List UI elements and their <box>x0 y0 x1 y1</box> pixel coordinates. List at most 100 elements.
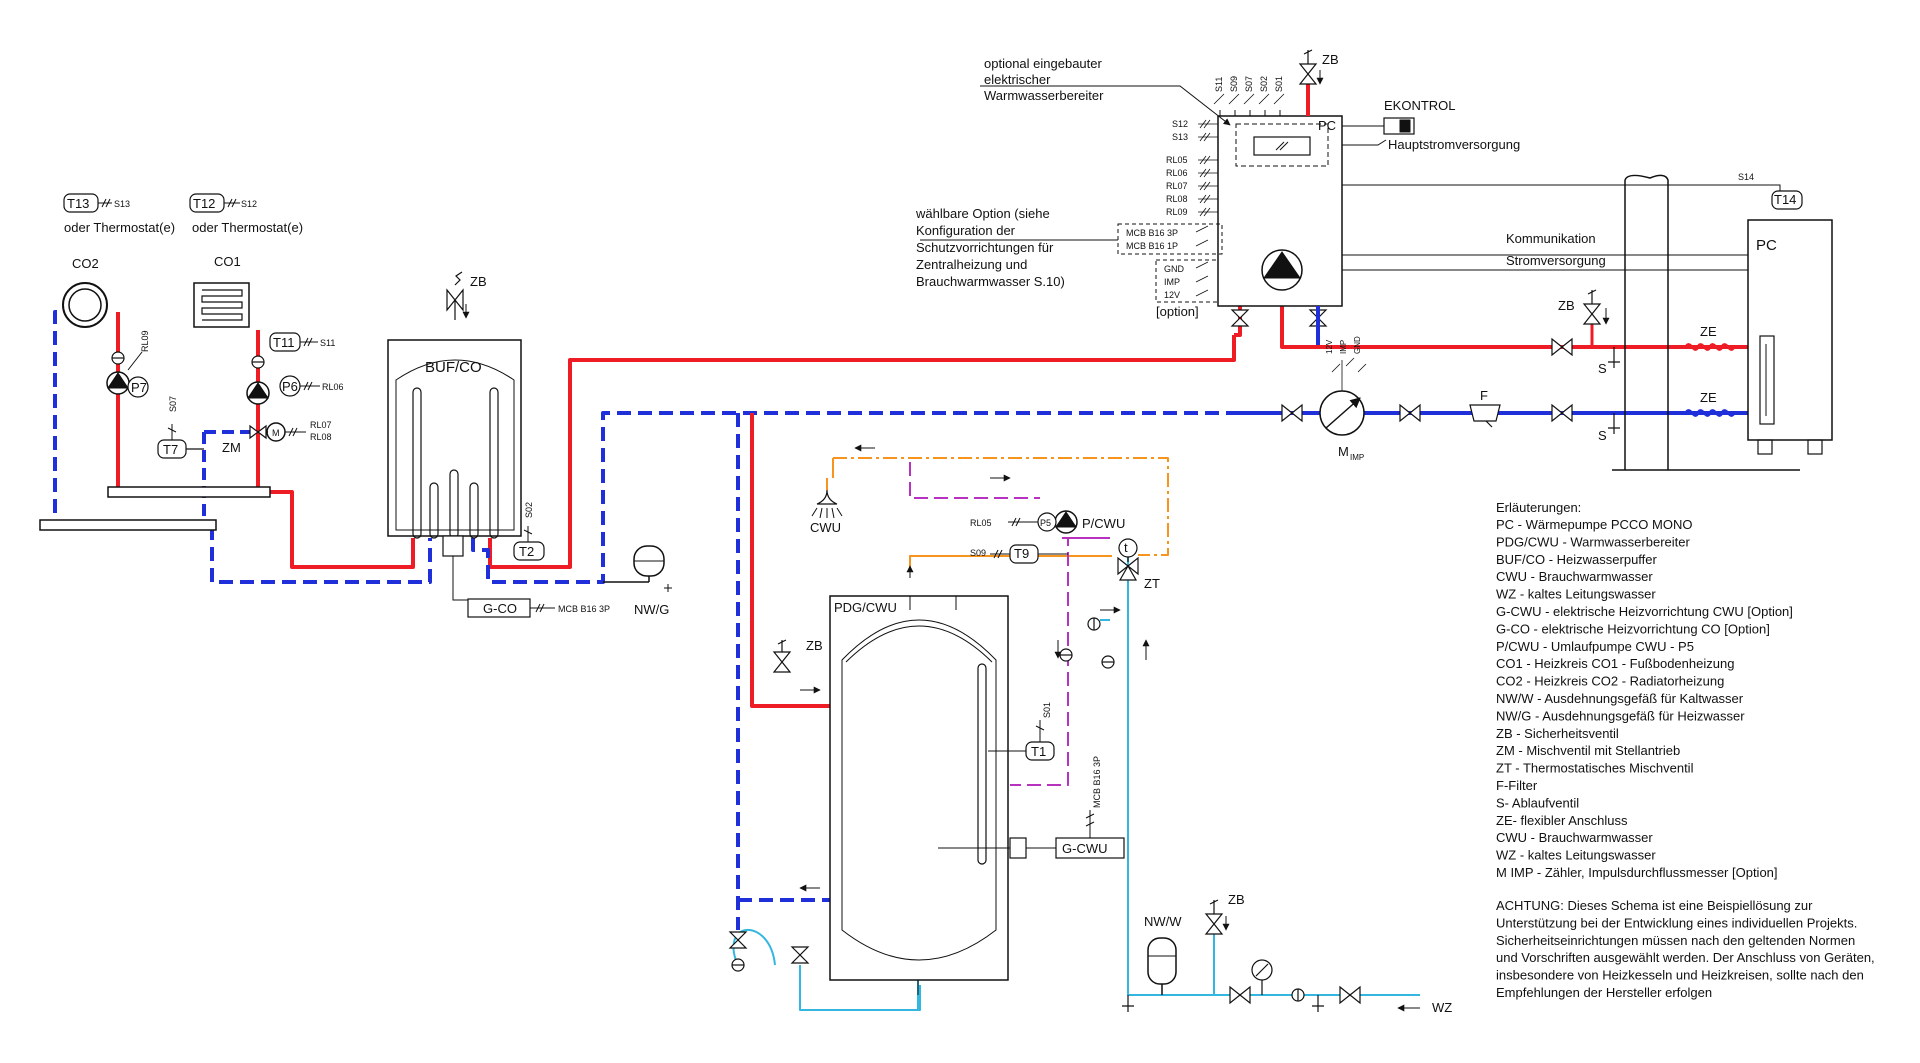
buffer-supply-pipe <box>270 490 415 569</box>
terminal-s13: S13 <box>1172 132 1188 142</box>
cwu-outlet-label: CWU <box>810 520 841 535</box>
legend-item: M IMP - Zähler, Impulsdurchflussmesser [… <box>1496 865 1778 880</box>
terminal-rl08: RL08 <box>1166 194 1188 204</box>
buffer-return-pipe <box>210 526 432 584</box>
legend-item: G-CO - elektrische Heizvorrichtung CO [O… <box>1496 621 1770 636</box>
indoor-unit-pc-label: PC <box>1318 118 1336 133</box>
building-wall <box>1624 174 1669 470</box>
safety-valve-zb-buffer-label: ZB <box>470 274 487 289</box>
legend-item: CO2 - Heizkreis CO2 - Radiatorheizung <box>1496 674 1724 689</box>
terminal-s01: S01 <box>1274 76 1284 92</box>
heating-circuits <box>39 193 320 531</box>
legend-item: NW/G - Ausdehnungsgefäß für Heizwasser <box>1496 708 1745 723</box>
cold-water-main-pipe <box>1127 580 1420 996</box>
legend-item: BUF/CO - Heizwasserpuffer <box>1496 552 1658 567</box>
outdoor-unit-pc-label: PC <box>1756 237 1777 254</box>
optional-heater-note-1: optional eingebauter <box>984 56 1102 71</box>
signal-s13-label: S13 <box>114 199 130 209</box>
legend-item: CWU - Brauchwarmwasser <box>1496 569 1653 584</box>
legend-item: PDG/CWU - Warmwasserbereiter <box>1496 534 1690 549</box>
power-supply-label: Stromversorgung <box>1506 253 1606 268</box>
terminal-s12: S12 <box>1172 119 1188 129</box>
sensor-t9-label: T9 <box>1014 546 1029 561</box>
co1-label: CO1 <box>214 254 241 269</box>
legend-item: ZE- flexibler Anschluss <box>1496 813 1628 828</box>
sensor-t11-label: T11 <box>273 335 294 350</box>
legend-title: Erläuterungen: <box>1496 500 1581 515</box>
legend-item: WZ - kaltes Leitungswasser <box>1496 587 1656 602</box>
hp-buffer-return-pipe <box>471 411 1240 584</box>
option-note-2: Konfiguration der <box>916 223 1016 238</box>
meter-gnd: GND <box>1353 336 1362 354</box>
terminal-rl06: RL06 <box>1166 168 1188 178</box>
legend-item: ZT - Thermostatisches Mischventil <box>1496 761 1694 776</box>
heater-gcwu-label: G-CWU <box>1062 841 1108 856</box>
terminal-imp: IMP <box>1164 277 1180 287</box>
signal-rl09-label: RL09 <box>140 330 150 352</box>
actuator-m-label: M <box>272 428 280 438</box>
safety-valve-zb-cold-icon <box>1204 913 1224 935</box>
cold-water-flex <box>732 928 776 971</box>
heater-gco-label: G-CO <box>483 601 517 616</box>
legend-item: S- Ablaufventil <box>1496 795 1579 810</box>
meter-imp: IMP <box>1339 340 1348 354</box>
option-note-3: Schutzvorrichtungen für <box>916 240 1054 255</box>
buffer-labels: BUF/CO ZB S02 T2 G-CO MCB B16 3P NW/G <box>425 274 669 617</box>
option-note-4: Zentralheizung und <box>916 257 1027 272</box>
buffer-tank <box>387 271 672 618</box>
heater-gcwu-element <box>1009 837 1027 859</box>
sensor-t1-label: T1 <box>1031 744 1046 759</box>
safety-valve-zb-hp-icon <box>1298 63 1318 85</box>
cold-water-tank-pipe <box>799 985 921 1011</box>
sensor-t2-label: T2 <box>519 544 534 559</box>
legend-item: ZM - Mischventil mit Stellantrieb <box>1496 743 1680 758</box>
signal-s01-label: S01 <box>1042 702 1052 718</box>
main-power-label: Hauptstromversorgung <box>1388 137 1520 152</box>
shower-head-icon <box>816 489 838 505</box>
mixing-valve-zm-icon <box>249 424 267 440</box>
ze-upper-label: ZE <box>1700 324 1717 339</box>
ekontrol-label: EKONTROL <box>1384 98 1456 113</box>
pump-p5-label: P5 <box>1040 518 1051 528</box>
legend-note-line: Unterstützung bei der Entwicklung eines … <box>1496 915 1857 930</box>
flexible-connector-upper <box>1684 343 1736 351</box>
legend-item: CO1 - Heizkreis CO1 - Fußbodenheizung <box>1496 656 1734 671</box>
indoor-unit-labels: optional eingebauter elektrischer Warmwa… <box>915 52 1520 319</box>
safety-valve-zb-cold-label: ZB <box>1228 892 1245 907</box>
drain-valve-upper-label: S <box>1598 361 1607 376</box>
indoor-unit-body <box>1217 115 1343 307</box>
signal-s14-label: S14 <box>1738 172 1754 182</box>
terminal-s02: S02 <box>1259 76 1269 92</box>
safety-valve-zb-hp-label: ZB <box>1322 52 1339 67</box>
thermostat-note-2: oder Thermostat(e) <box>192 220 303 235</box>
dhw-tank-body <box>829 595 1009 981</box>
signal-s11-label: S11 <box>320 338 335 348</box>
thermostat-t-label: t <box>1124 540 1128 555</box>
manifold-upper <box>107 486 271 498</box>
communication-label: Kommunikation <box>1506 231 1596 246</box>
flow-meter-sub-label: IMP <box>1350 453 1364 462</box>
safety-valve-zb-outdoor-icon <box>1582 303 1602 325</box>
mixing-valve-zm-label: ZM <box>222 440 241 455</box>
signal-s07-label: S07 <box>168 396 178 412</box>
flow-meter-label: M <box>1338 444 1349 459</box>
dhw-labels: CWU RL05 P5 P/CWU S09 T9 ZT t PDG/CWU ZB… <box>806 516 1452 1015</box>
terminal-s11: S11 <box>1214 77 1224 92</box>
signal-s09-label: S09 <box>970 548 986 558</box>
hot-water-pipe <box>833 457 1169 556</box>
hp-supply-main-pipe <box>1280 306 1800 349</box>
safety-valve-zb-outdoor-label: ZB <box>1558 298 1575 313</box>
thermostat-note-1: oder Thermostat(e) <box>64 220 175 235</box>
safety-valve-zb-dhw-label: ZB <box>806 638 823 653</box>
co2-label: CO2 <box>72 256 99 271</box>
flexible-connector-lower <box>1684 409 1736 417</box>
optional-heater-note-3: Warmwasserbereiter <box>984 88 1104 103</box>
legend-item: PC - Wärmepumpe PCCO MONO <box>1496 517 1692 532</box>
option-tag: [option] <box>1156 304 1199 319</box>
hp-buffer-supply-pipe <box>488 335 1236 569</box>
legend-note-line: und Vorschriften ausgewählt werden. Der … <box>1496 950 1875 965</box>
legend-note-line: insbesondere von Heizkesseln und Heizkre… <box>1496 968 1864 983</box>
legend-note-line: Sicherheitseinrichtungen müssen nach den… <box>1496 933 1855 948</box>
legend-note-line: Empfehlungen der Hersteller erfolgen <box>1496 985 1712 1000</box>
signal-rl05-label: RL05 <box>970 518 992 528</box>
